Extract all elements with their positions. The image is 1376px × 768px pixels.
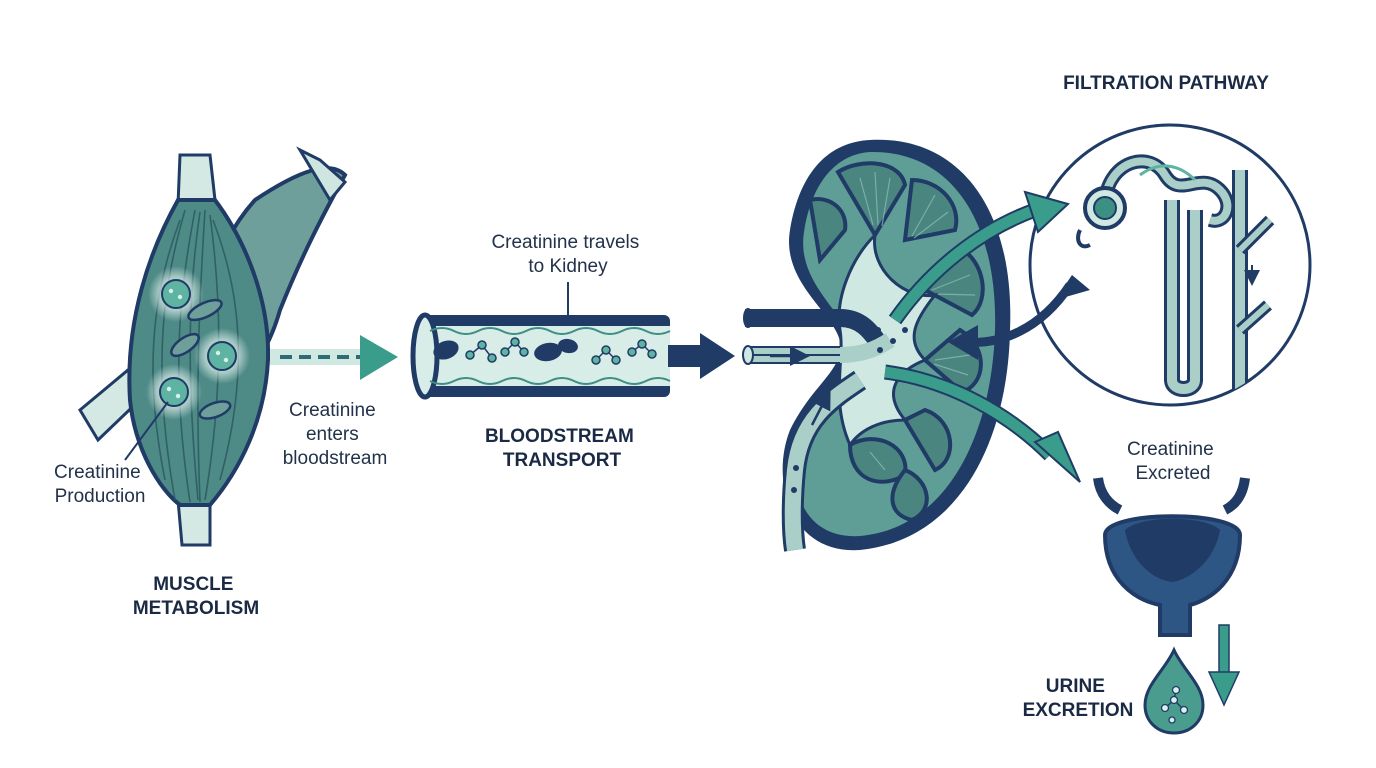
travels-to-kidney-label: Creatinine travels to Kidney xyxy=(491,232,644,277)
muscle-metabolism-label: MUSCLE METABOLISM xyxy=(133,574,259,619)
excretion-arrow xyxy=(884,364,1081,483)
filtration-pathway-title: FILTRATION PATHWAY xyxy=(1063,73,1269,94)
kidney-icon xyxy=(742,139,1011,552)
down-arrow xyxy=(1207,624,1241,707)
creatinine-production-label: Creatinine Production xyxy=(54,462,146,507)
creatinine-excreted-label: Creatinine Excreted xyxy=(1127,439,1219,484)
urine-droplet-icon xyxy=(1143,646,1205,735)
blood-vessel-icon xyxy=(410,282,735,400)
bladder-icon xyxy=(1093,477,1250,637)
return-arrow xyxy=(948,275,1090,360)
bloodstream-transport-label: BLOODSTREAM TRANSPORT xyxy=(485,426,639,471)
filtration-arrow xyxy=(888,190,1070,325)
enters-bloodstream-label: Creatinine enters bloodstream xyxy=(283,400,388,469)
enters-bloodstream-arrow xyxy=(270,335,398,380)
muscle-tissue-icon xyxy=(78,146,348,547)
nephron-icon xyxy=(1028,123,1312,407)
urine-excretion-label: URINE EXCRETION xyxy=(1023,676,1134,721)
